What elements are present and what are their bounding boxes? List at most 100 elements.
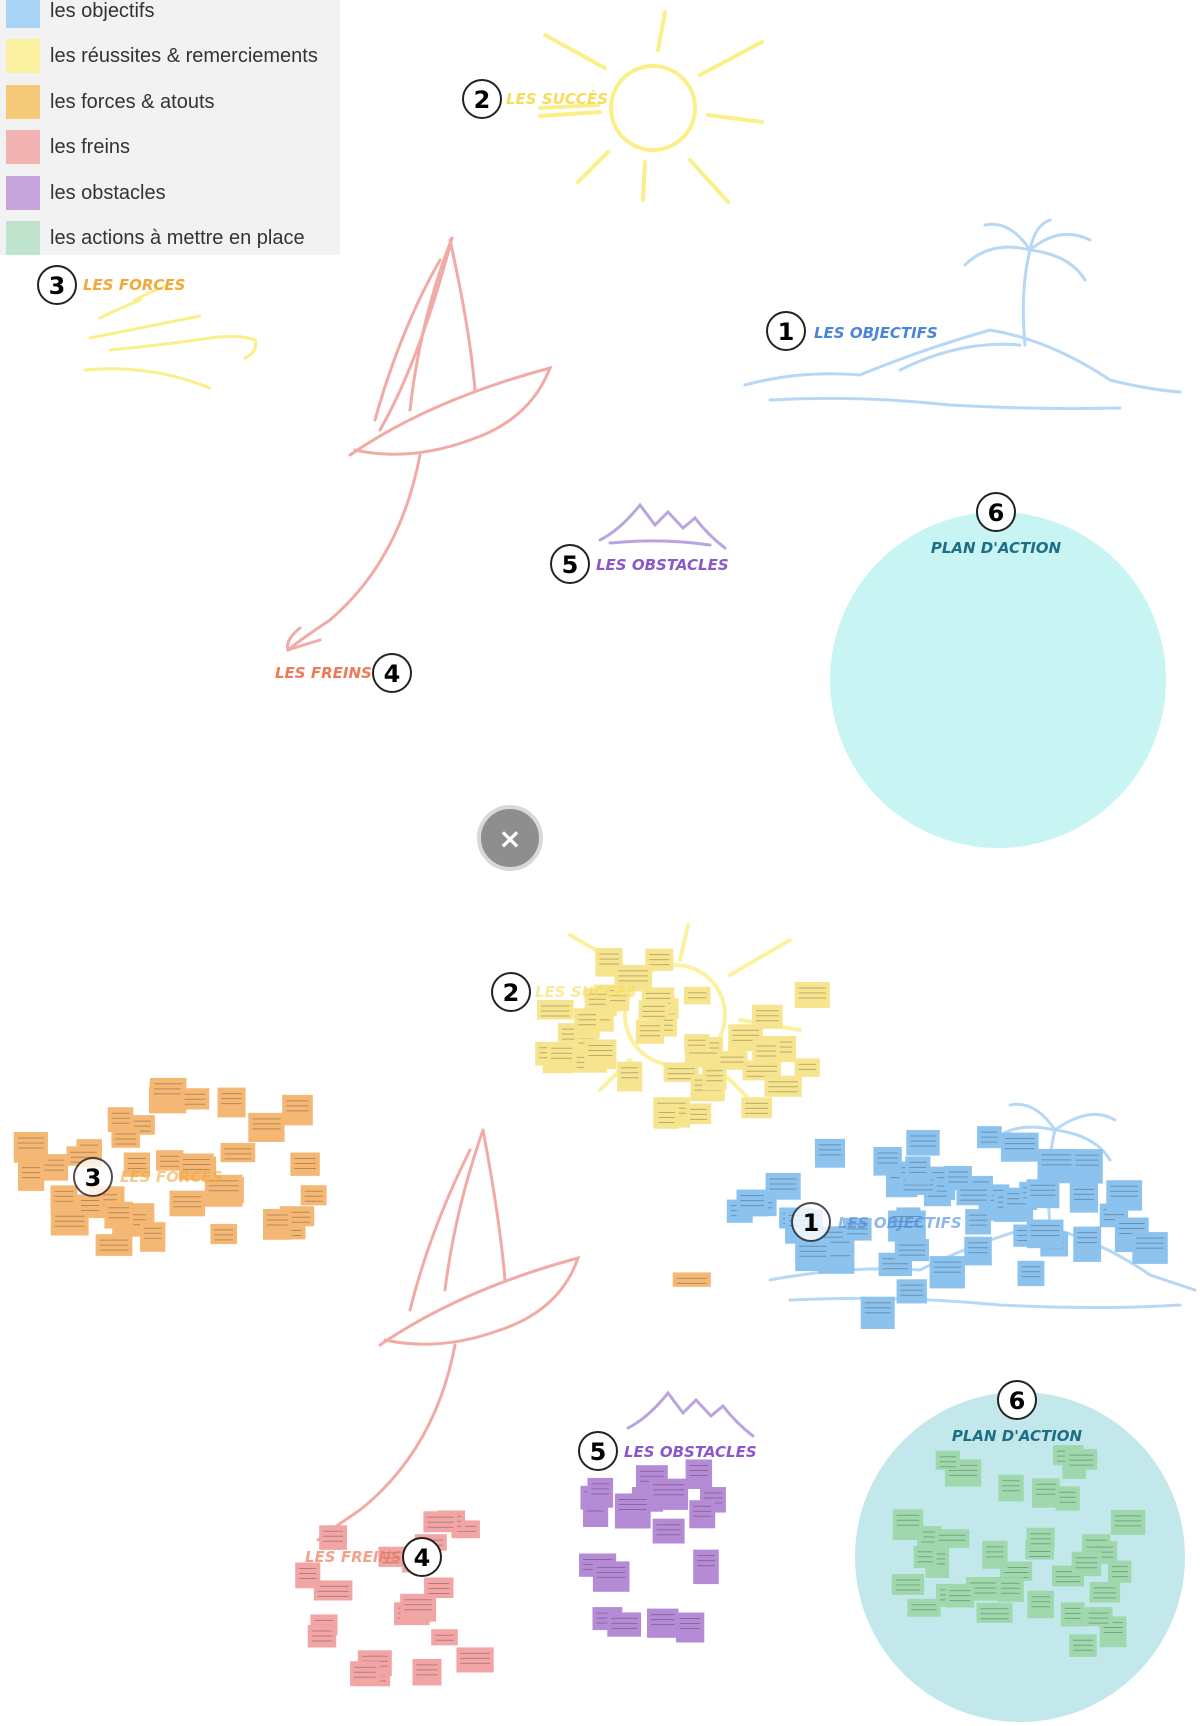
sticky-note-forces[interactable] bbox=[169, 1190, 206, 1217]
sticky-note-freins[interactable] bbox=[456, 1647, 494, 1673]
sticky-note-plan[interactable] bbox=[1026, 1527, 1055, 1549]
sticky-note-objectifs[interactable] bbox=[860, 1296, 895, 1329]
sticky-note-objectifs[interactable] bbox=[795, 1240, 831, 1272]
sticky-note-plan[interactable] bbox=[935, 1450, 960, 1470]
sticky-note-freins[interactable] bbox=[295, 1562, 321, 1589]
sticky-note-plan[interactable] bbox=[998, 1474, 1024, 1502]
sticky-note-forces[interactable] bbox=[18, 1161, 45, 1191]
sticky-note-succes[interactable] bbox=[645, 948, 674, 971]
sticky-note-forces[interactable] bbox=[220, 1142, 256, 1163]
sticky-note-succes[interactable] bbox=[742, 1060, 781, 1081]
sticky-note-forces[interactable] bbox=[672, 1272, 711, 1287]
sticky-note-objectifs[interactable] bbox=[905, 1156, 931, 1185]
sticky-note-succes[interactable] bbox=[752, 1040, 780, 1062]
sticky-note-succes[interactable] bbox=[635, 1019, 664, 1044]
sticky-note-plan[interactable] bbox=[1055, 1486, 1080, 1511]
sticky-note-objectifs[interactable] bbox=[1069, 1183, 1099, 1213]
sticky-note-freins[interactable] bbox=[431, 1629, 458, 1646]
sticky-note-succes[interactable] bbox=[614, 964, 652, 992]
sticky-note-plan[interactable] bbox=[892, 1509, 924, 1540]
sticky-note-succes[interactable] bbox=[547, 1042, 577, 1073]
sticky-note-objectifs[interactable] bbox=[888, 1210, 926, 1242]
sticky-note-freins[interactable] bbox=[350, 1661, 380, 1686]
sticky-note-plan[interactable] bbox=[1089, 1581, 1121, 1603]
sticky-note-succes[interactable] bbox=[584, 1039, 617, 1070]
sticky-note-obstacles[interactable] bbox=[614, 1493, 651, 1529]
sticky-note-forces[interactable] bbox=[300, 1185, 327, 1206]
sticky-note-forces[interactable] bbox=[290, 1152, 320, 1176]
sticky-note-plan[interactable] bbox=[944, 1459, 982, 1487]
sticky-note-obstacles[interactable] bbox=[689, 1500, 716, 1529]
sticky-note-forces[interactable] bbox=[95, 1234, 133, 1256]
sticky-note-objectifs[interactable] bbox=[736, 1189, 769, 1217]
sticky-note-plan[interactable] bbox=[1107, 1560, 1132, 1583]
sticky-note-freins[interactable] bbox=[313, 1580, 353, 1601]
sticky-note-objectifs[interactable] bbox=[956, 1184, 991, 1206]
sticky-note-objectifs[interactable] bbox=[1073, 1226, 1102, 1262]
sticky-note-succes[interactable] bbox=[702, 1064, 727, 1091]
sticky-note-objectifs[interactable] bbox=[929, 1256, 965, 1289]
sticky-note-freins[interactable] bbox=[400, 1593, 436, 1622]
sticky-note-freins[interactable] bbox=[424, 1577, 454, 1599]
sticky-note-obstacles[interactable] bbox=[649, 1478, 689, 1510]
sticky-note-objectifs[interactable] bbox=[873, 1147, 902, 1176]
sticky-note-plan[interactable] bbox=[1060, 1602, 1085, 1627]
sticky-note-obstacles[interactable] bbox=[647, 1608, 679, 1638]
sticky-note-plan[interactable] bbox=[907, 1598, 941, 1617]
sticky-note-plan[interactable] bbox=[966, 1577, 1001, 1601]
sticky-note-succes[interactable] bbox=[684, 986, 711, 1005]
sticky-note-plan[interactable] bbox=[913, 1545, 937, 1569]
sticky-note-succes[interactable] bbox=[794, 1058, 820, 1077]
sticky-note-succes[interactable] bbox=[764, 1075, 802, 1097]
sticky-note-objectifs[interactable] bbox=[1026, 1219, 1064, 1249]
sticky-note-plan[interactable] bbox=[1031, 1478, 1060, 1508]
sticky-note-plan[interactable] bbox=[1071, 1551, 1102, 1577]
sticky-note-objectifs[interactable] bbox=[842, 1217, 872, 1241]
sticky-note-forces[interactable] bbox=[282, 1094, 313, 1126]
sticky-note-forces[interactable] bbox=[204, 1174, 243, 1207]
sticky-note-plan[interactable] bbox=[976, 1602, 1013, 1623]
sticky-note-plan[interactable] bbox=[982, 1540, 1008, 1569]
sticky-note-freins[interactable] bbox=[378, 1546, 404, 1567]
sticky-note-objectifs[interactable] bbox=[1106, 1180, 1143, 1211]
sticky-note-forces[interactable] bbox=[248, 1112, 285, 1142]
sticky-note-obstacles[interactable] bbox=[675, 1612, 705, 1643]
sticky-note-objectifs[interactable] bbox=[1037, 1148, 1076, 1184]
sticky-note-objectifs[interactable] bbox=[906, 1130, 940, 1156]
sticky-note-forces[interactable] bbox=[150, 1077, 187, 1111]
sticky-note-objectifs[interactable] bbox=[1017, 1260, 1045, 1287]
sticky-note-obstacles[interactable] bbox=[592, 1561, 630, 1592]
sticky-note-plan[interactable] bbox=[1069, 1634, 1097, 1657]
sticky-note-forces[interactable] bbox=[180, 1088, 210, 1110]
sticky-note-objectifs[interactable] bbox=[1000, 1132, 1039, 1162]
sticky-note-forces[interactable] bbox=[13, 1132, 48, 1163]
sticky-note-forces[interactable] bbox=[217, 1087, 246, 1118]
sticky-note-succes[interactable] bbox=[663, 1062, 699, 1082]
sticky-note-plan[interactable] bbox=[934, 1529, 970, 1548]
sticky-note-freins[interactable] bbox=[412, 1658, 442, 1686]
sticky-note-objectifs[interactable] bbox=[814, 1138, 845, 1168]
close-button[interactable]: × bbox=[477, 805, 543, 871]
sticky-note-succes[interactable] bbox=[537, 1000, 574, 1020]
sticky-note-obstacles[interactable] bbox=[652, 1518, 685, 1544]
sticky-note-obstacles[interactable] bbox=[685, 1459, 713, 1490]
sticky-note-forces[interactable] bbox=[50, 1185, 78, 1214]
sticky-note-forces[interactable] bbox=[140, 1222, 166, 1252]
sticky-note-forces[interactable] bbox=[111, 1128, 140, 1148]
sticky-note-plan[interactable] bbox=[1084, 1607, 1113, 1627]
sticky-note-succes[interactable] bbox=[684, 1034, 710, 1053]
sticky-note-freins[interactable] bbox=[423, 1511, 458, 1533]
sticky-note-plan[interactable] bbox=[1110, 1509, 1146, 1535]
sticky-note-obstacles[interactable] bbox=[587, 1477, 614, 1508]
sticky-note-freins[interactable] bbox=[319, 1525, 347, 1550]
sticky-note-plan[interactable] bbox=[1027, 1590, 1054, 1619]
sticky-note-succes[interactable] bbox=[654, 1106, 679, 1129]
sticky-note-forces[interactable] bbox=[156, 1150, 184, 1171]
sticky-note-forces[interactable] bbox=[123, 1152, 150, 1177]
sticky-note-succes[interactable] bbox=[741, 1097, 773, 1119]
sticky-note-plan[interactable] bbox=[997, 1577, 1024, 1602]
sticky-note-forces[interactable] bbox=[77, 1194, 104, 1216]
sticky-note-forces[interactable] bbox=[104, 1201, 134, 1229]
sticky-note-forces[interactable] bbox=[107, 1107, 134, 1132]
sticky-note-freins[interactable] bbox=[307, 1625, 337, 1648]
